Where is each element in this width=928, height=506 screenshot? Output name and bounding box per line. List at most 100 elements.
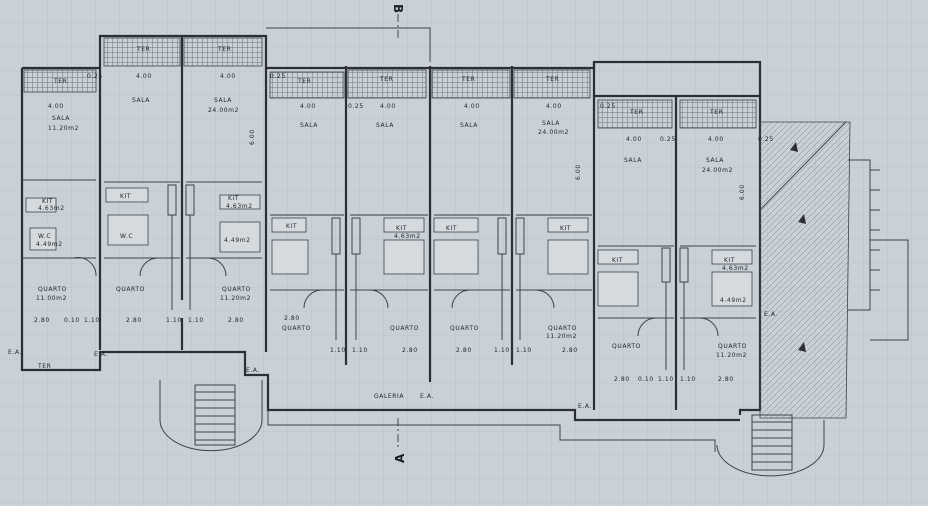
dimension: 4.00 (708, 136, 724, 143)
right-wing (759, 121, 909, 419)
room-label-quarto: QUARTO (718, 343, 747, 350)
dimension: 0.10 (638, 376, 654, 383)
room-area: 11.20m2 (716, 352, 747, 359)
dimension: 6.00 (249, 129, 256, 145)
dimension: 0.25 (348, 103, 364, 110)
room-area: 24.00m2 (538, 129, 569, 136)
dimension: 2.80 (614, 376, 630, 383)
room-label-sala: SALA (624, 157, 642, 164)
dimension: 4.00 (300, 103, 316, 110)
dimension: 1.10 (166, 317, 182, 324)
dimension: 1.10 (494, 347, 510, 354)
dimension: 1.10 (330, 347, 346, 354)
room-area: 11.00m2 (36, 295, 67, 302)
dimension: 0.25 (270, 73, 286, 80)
ter-label: TER (136, 46, 150, 53)
dimension: 0.25 (87, 73, 103, 80)
ea-label: E.A. (8, 349, 22, 356)
dimension: 4.00 (464, 103, 480, 110)
dimension: 2.80 (456, 347, 472, 354)
dimension: 1.10 (352, 347, 368, 354)
ter-label: TER (461, 76, 475, 83)
dimension: 4.00 (48, 103, 64, 110)
room-label-kit: KIT (612, 257, 623, 264)
unit-walls (22, 36, 760, 410)
dimension: 2.80 (126, 317, 142, 324)
ter-label: TER (297, 78, 311, 85)
ter-label: TER (629, 109, 643, 116)
terraces: TER TER TER TER TER TER TER TER TER (23, 37, 757, 129)
room-area: 4.49m2 (224, 237, 251, 244)
room-label-sala: SALA (214, 97, 232, 104)
room-area: 24.00m2 (702, 167, 733, 174)
room-label-quarto: QUARTO (548, 325, 577, 332)
dimension: 4.00 (220, 73, 236, 80)
structural-columns (167, 184, 689, 370)
ea-label: E.A. (578, 403, 592, 410)
room-label-sala: SALA (132, 97, 150, 104)
room-label-quarto: QUARTO (116, 286, 145, 293)
room-area: 4.49m2 (720, 297, 747, 304)
dimensions: 4.00 4.00 4.00 4.00 4.00 4.00 4.00 4.00 … (34, 73, 774, 383)
dimension: 1.10 (658, 376, 674, 383)
room-area: 11.20m2 (546, 333, 577, 340)
room-area: 4.63m2 (394, 233, 421, 240)
room-label-quarto: QUARTO (612, 343, 641, 350)
room-area: 4.63m2 (226, 203, 253, 210)
ter-label: TER (37, 363, 51, 370)
dimension: 4.00 (546, 103, 562, 110)
dimension: 1.10 (680, 376, 696, 383)
room-area: 11.20m2 (220, 295, 251, 302)
room-label-quarto: QUARTO (282, 325, 311, 332)
dimension: 4.00 (626, 136, 642, 143)
room-label-quarto: QUARTO (38, 286, 67, 293)
room-label-quarto: QUARTO (450, 325, 479, 332)
room-label-sala: SALA (460, 122, 478, 129)
room-label-kit: KIT (42, 198, 53, 205)
room-label-quarto: QUARTO (390, 325, 419, 332)
section-marker-b: B (391, 4, 405, 13)
ter-label: TER (379, 76, 393, 83)
room-label-sala: SALA (300, 122, 318, 129)
room-label-kit: KIT (446, 225, 457, 232)
room-area: 24.00m2 (208, 107, 239, 114)
ter-label: TER (545, 76, 559, 83)
room-label-sala: SALA (542, 120, 560, 127)
dimension: 6.00 (739, 184, 746, 200)
section-line: B A (391, 4, 407, 463)
dimension: 4.00 (380, 103, 396, 110)
dimension: 0.25 (758, 136, 774, 143)
room-label-quarto: QUARTO (222, 286, 251, 293)
room-label-sala: SALA (706, 157, 724, 164)
ea-label: E.A. (246, 367, 260, 374)
room-label-kit: KIT (120, 193, 131, 200)
dimension: 1.10 (516, 347, 532, 354)
room-label-kit: KIT (228, 195, 239, 202)
ea-label: E.A. (420, 393, 434, 400)
dimension: 2.80 (718, 376, 734, 383)
ea-label: E.A. (764, 311, 778, 318)
service-fixtures (25, 187, 753, 337)
room-area: 4.49m2 (36, 241, 63, 248)
stairs (159, 380, 825, 477)
room-area: 11.20m2 (48, 125, 79, 132)
dimension: 2.80 (402, 347, 418, 354)
dimension: 2.80 (228, 317, 244, 324)
room-area: 4.63m2 (722, 265, 749, 272)
galeria-label: GALERIA (374, 393, 404, 400)
dimension: 2.80 (284, 315, 300, 322)
dimension: 1.10 (84, 317, 100, 324)
room-labels: SALA 11.20m2 SALA SALA 24.00m2 SALA SALA… (8, 97, 778, 410)
dimension: 2.80 (562, 347, 578, 354)
room-area: 4.63m2 (38, 205, 65, 212)
dimension: 1.10 (188, 317, 204, 324)
room-label-kit: KIT (724, 257, 735, 264)
section-marker-a: A (393, 453, 407, 463)
room-label-kit: KIT (286, 223, 297, 230)
room-label-wc: W.C (38, 233, 51, 240)
dimension: 6.00 (575, 164, 582, 180)
room-label-sala: SALA (52, 115, 70, 122)
room-label-wc: W.C (120, 233, 133, 240)
dimension: 0.10 (64, 317, 80, 324)
